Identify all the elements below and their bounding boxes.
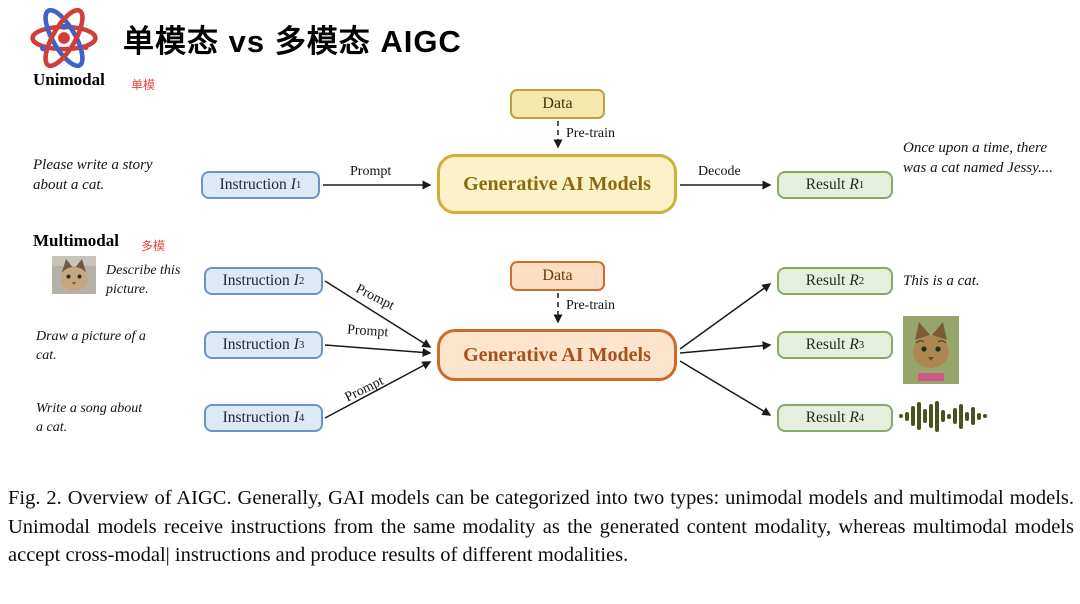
result-r4-var: R bbox=[849, 409, 859, 426]
unimodal-section-label: Unimodal bbox=[33, 70, 105, 89]
instruction-i4-label: Instruction bbox=[222, 409, 290, 426]
result-r3-label: Result bbox=[805, 336, 846, 353]
audio-waveform-icon bbox=[899, 398, 987, 434]
data-box-multimodal: Data bbox=[510, 261, 605, 291]
result-r3-var: R bbox=[849, 336, 859, 353]
figure-caption: Fig. 2. Overview of AIGC. Generally, GAI… bbox=[8, 487, 1074, 566]
decode-label: Decode bbox=[698, 164, 741, 179]
unimodal-input-note: Please write a story about a cat. bbox=[33, 157, 153, 193]
unimodal-output-note: Once upon a time, there was a cat named … bbox=[903, 140, 1053, 176]
input-cat-photo bbox=[52, 256, 96, 294]
data-box-unimodal-label: Data bbox=[542, 95, 573, 112]
data-box-unimodal: Data bbox=[510, 89, 605, 119]
instruction-i2-label: Instruction bbox=[222, 272, 290, 289]
result-arrow-r4 bbox=[679, 360, 772, 416]
pretrain-label-multimodal: Pre-train bbox=[566, 298, 615, 313]
result-r2-sub: 2 bbox=[858, 275, 865, 287]
multimodal-section-label: Multimodal bbox=[33, 231, 119, 250]
multimodal-section-annotation: 多模 bbox=[141, 239, 166, 253]
result-arrow-r3 bbox=[679, 341, 772, 354]
result-r4-label: Result bbox=[805, 409, 846, 426]
pretrain-label-unimodal: Pre-train bbox=[566, 126, 615, 141]
result-r1-var: R bbox=[849, 176, 859, 193]
result-r1-label: Result bbox=[805, 176, 846, 193]
result-r4-sub: 4 bbox=[858, 412, 865, 424]
instruction-i3-var: I bbox=[293, 336, 299, 353]
result-arrow-r2 bbox=[679, 283, 772, 350]
result-r3-sub: 3 bbox=[858, 339, 865, 351]
atom-icon bbox=[30, 7, 98, 69]
instruction-i2-sub: 2 bbox=[298, 275, 305, 287]
generative-ai-models-multimodal-label: Generative AI Models bbox=[463, 343, 651, 366]
result-r1-sub: 1 bbox=[858, 179, 865, 191]
multimodal-input-note-1: Describe this picture. bbox=[106, 263, 181, 297]
prompt-label-unimodal: Prompt bbox=[350, 164, 392, 179]
generative-ai-models-multimodal: Generative AI Models bbox=[437, 329, 677, 381]
prompt-arrow-i3 bbox=[324, 344, 432, 357]
page-title: 单模态 vs 多模态 AIGC bbox=[123, 24, 462, 59]
instruction-i1-label: Instruction bbox=[219, 176, 287, 193]
data-box-multimodal-label: Data bbox=[542, 267, 573, 284]
instruction-i3-label: Instruction bbox=[222, 336, 290, 353]
prompt-label-i3: Prompt bbox=[346, 322, 389, 341]
multimodal-output-note-1: This is a cat. bbox=[903, 273, 980, 289]
multimodal-input-note-3: Write a song about a cat. bbox=[36, 401, 143, 435]
result-r2-var: R bbox=[849, 272, 859, 289]
instruction-i2-var: I bbox=[293, 272, 299, 289]
instruction-i3-sub: 3 bbox=[298, 339, 305, 351]
result-r2-label: Result bbox=[805, 272, 846, 289]
generated-cat-image bbox=[903, 316, 959, 384]
connector-layer bbox=[323, 121, 772, 419]
generative-ai-models-unimodal-label: Generative AI Models bbox=[463, 172, 651, 195]
instruction-i1-var: I bbox=[290, 176, 296, 193]
multimodal-input-note-2: Draw a picture of a cat. bbox=[36, 329, 146, 363]
prompt-arrow-i2 bbox=[324, 280, 432, 348]
prompt-arrow-i4 bbox=[324, 361, 432, 419]
instruction-i4-sub: 4 bbox=[298, 412, 305, 424]
instruction-i1-sub: 1 bbox=[295, 179, 302, 191]
generative-ai-models-unimodal: Generative AI Models bbox=[437, 154, 677, 214]
instruction-i4-var: I bbox=[293, 409, 299, 426]
unimodal-section-annotation: 单模 bbox=[131, 78, 156, 92]
